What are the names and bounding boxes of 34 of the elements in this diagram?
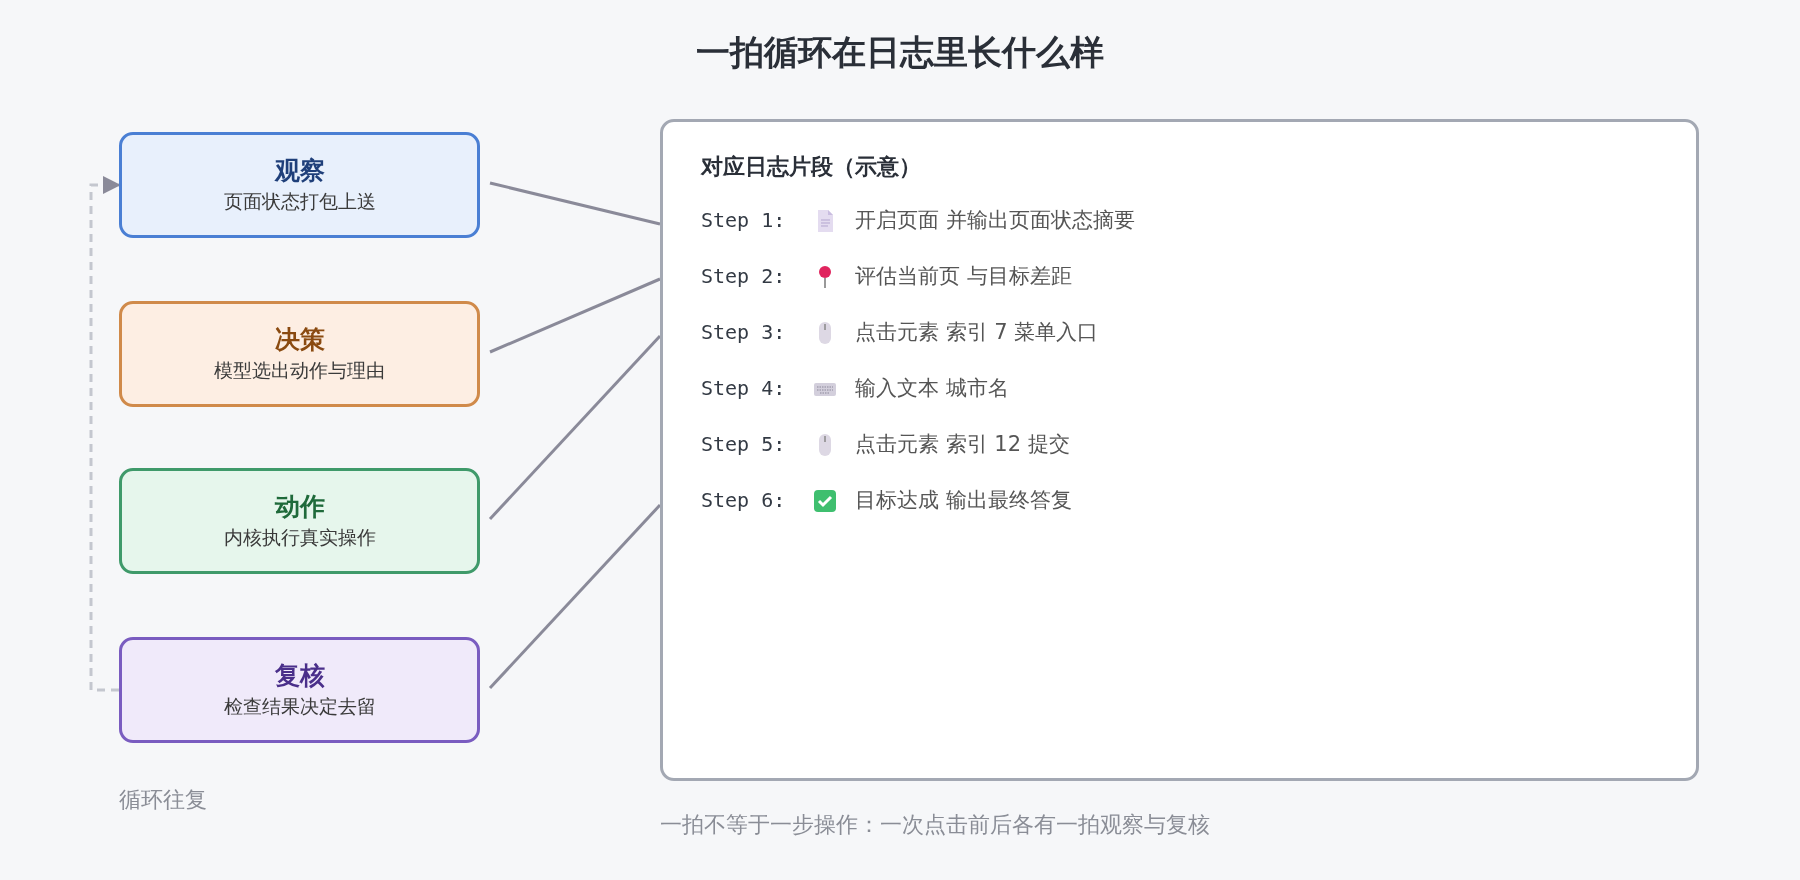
- stage-description: 内核执行真实操作: [223, 525, 376, 550]
- caption: 一拍不等于一步操作：一次点击前后各有一拍观察与复核: [660, 811, 1210, 839]
- step-description: 目标达成 输出最终答复: [855, 487, 1072, 514]
- step-number: Step 5:: [701, 432, 786, 456]
- connector-line: [489, 277, 661, 354]
- stage-description: 模型选出动作与理由: [214, 358, 385, 383]
- stage-box: [119, 301, 480, 407]
- step-description: 评估当前页 与目标差距: [855, 263, 1072, 290]
- stage-title: 观察: [274, 154, 325, 187]
- connector-line: [488, 335, 662, 520]
- title: 一拍循环在日志里长什么样: [695, 31, 1105, 74]
- step-description: 点击元素 索引 12 提交: [855, 431, 1070, 458]
- step-description: 输入文本 城市名: [855, 375, 1009, 402]
- step-number: Step 2:: [701, 264, 786, 288]
- stage-box: [119, 637, 480, 743]
- step-number: Step 6:: [701, 488, 786, 512]
- stage-title: 复核: [274, 659, 325, 692]
- loop-arrow: [89, 176, 121, 692]
- stage-box: [119, 132, 480, 238]
- stage-box: [119, 468, 480, 574]
- step-number: Step 1:: [701, 208, 786, 232]
- connector-line: [488, 504, 662, 689]
- stage-title: 动作: [274, 490, 325, 523]
- step-number: Step 4:: [701, 376, 786, 400]
- stage-description: 页面状态打包上送: [223, 189, 376, 214]
- step-number: Step 3:: [701, 320, 786, 344]
- loop-note: 循环往复: [119, 786, 207, 814]
- log-panel: [660, 119, 1699, 781]
- step-description: 点击元素 索引 7 菜单入口: [855, 319, 1099, 346]
- stage-title: 决策: [274, 323, 325, 356]
- panel-heading: 对应日志片段（示意）: [701, 153, 921, 181]
- step-description: 开启页面 并输出页面状态摘要: [855, 207, 1135, 234]
- connector-line: [489, 181, 661, 226]
- stage-description: 检查结果决定去留: [223, 694, 376, 719]
